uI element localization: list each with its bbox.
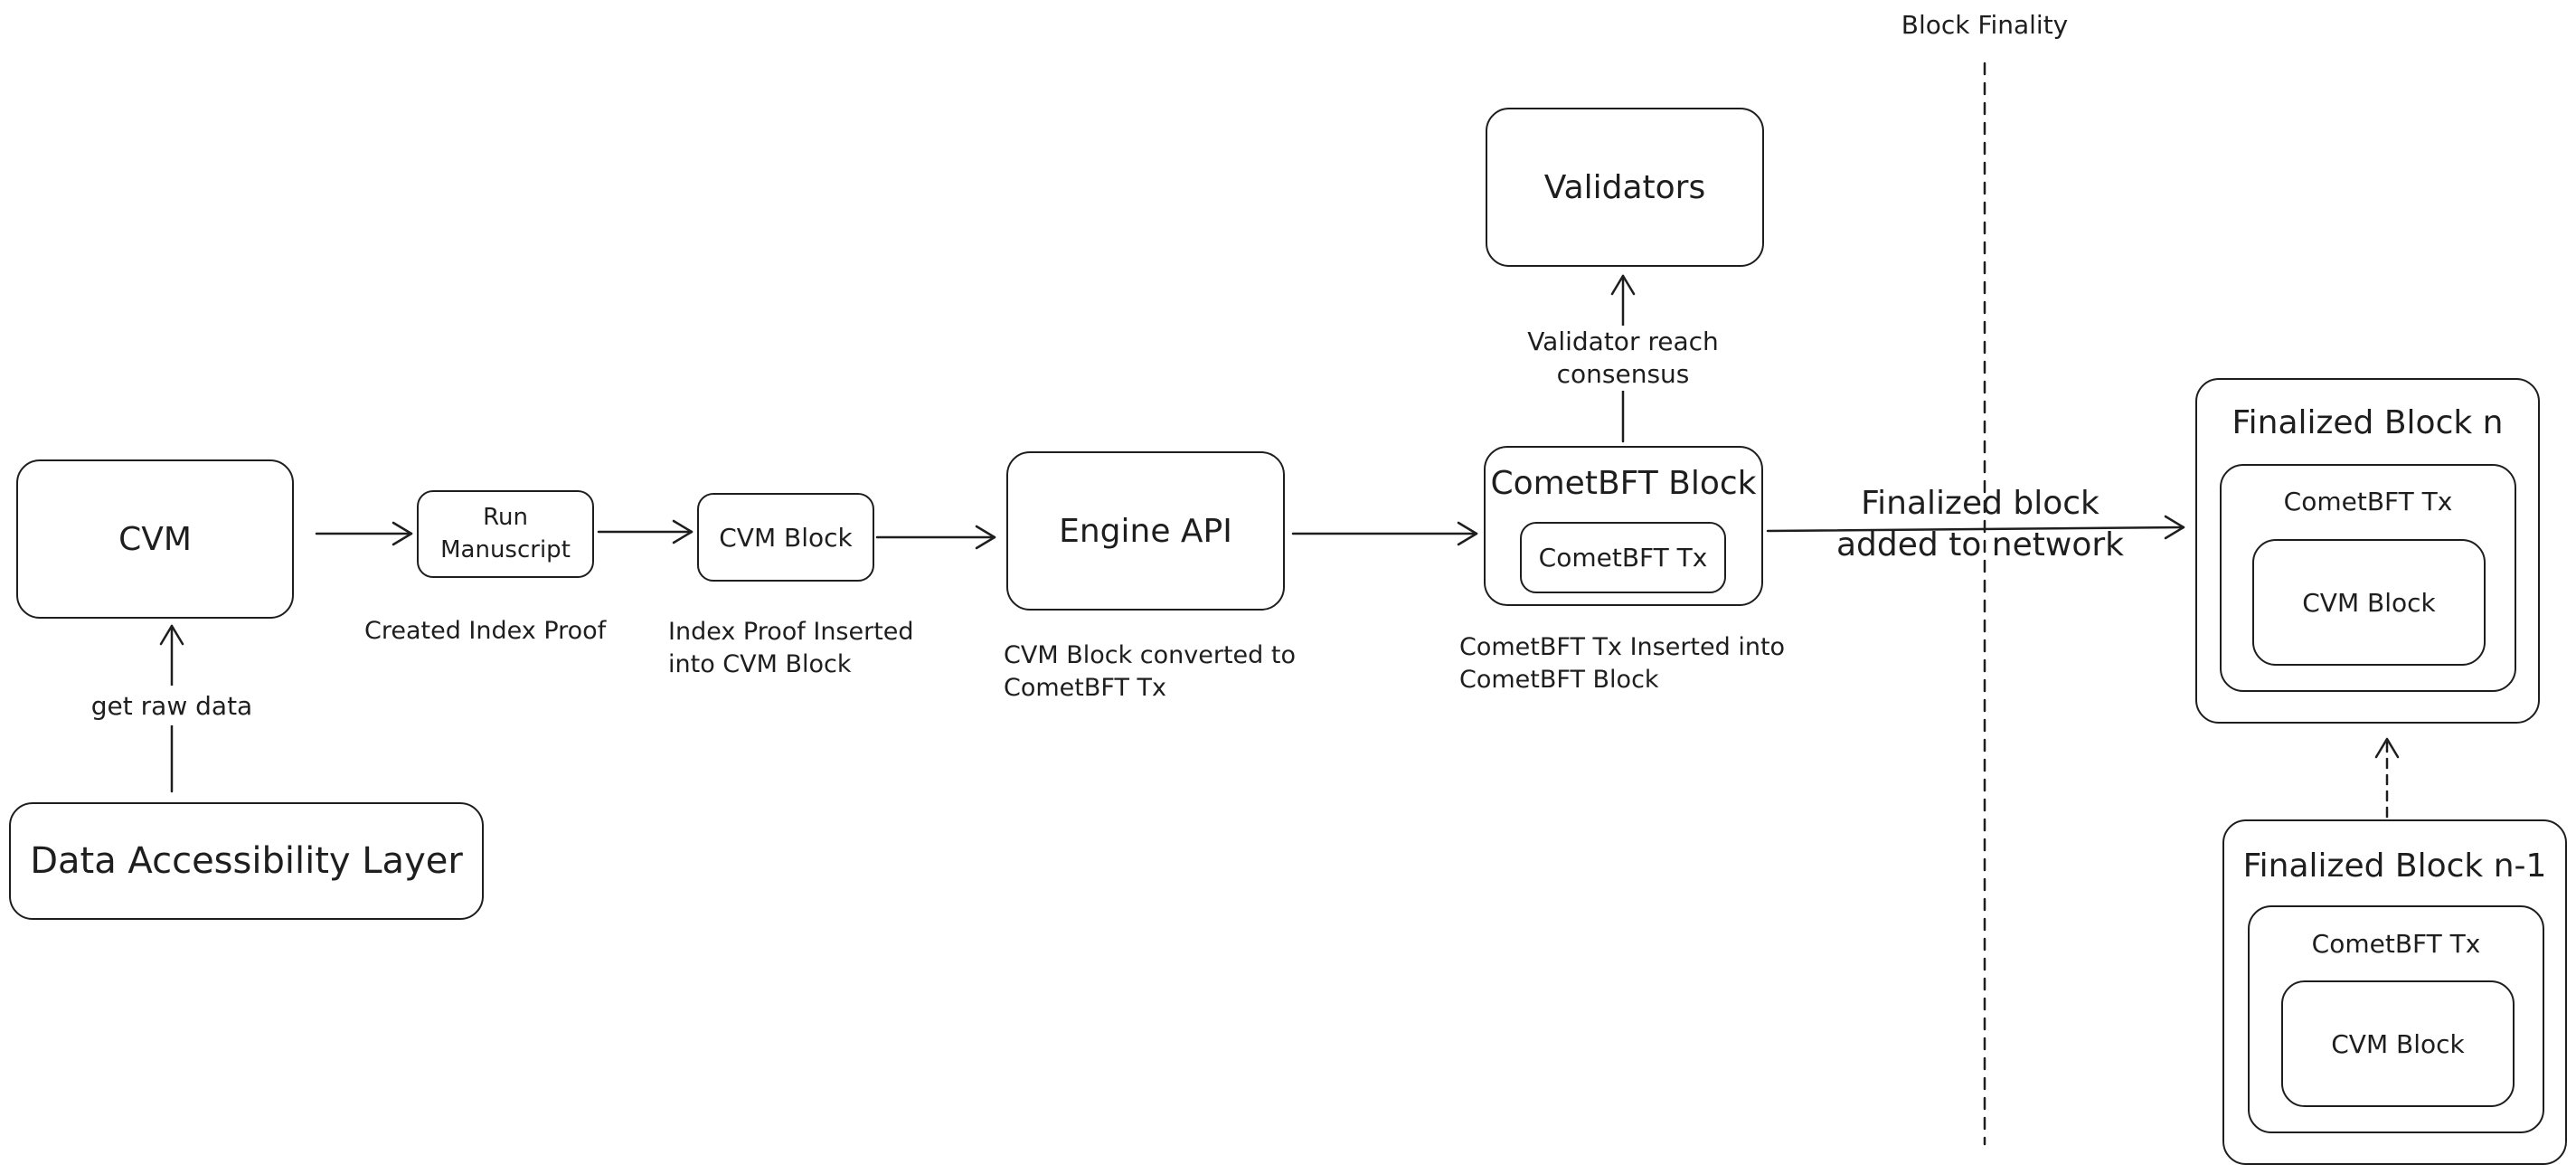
arrowhead-engine-to-cometbft bbox=[1457, 521, 1478, 546]
arrowhead-cometbft-to-validators bbox=[1610, 274, 1636, 296]
arrowhead-cometbft-to-finalized bbox=[2164, 515, 2185, 540]
tx-inserted-note: CometBFT Tx Inserted into CometBFT Block bbox=[1459, 633, 1786, 694]
engine-api-label: Engine API bbox=[1059, 512, 1232, 550]
cvm-block-node[interactable] bbox=[697, 493, 874, 582]
cvm-node[interactable] bbox=[16, 459, 294, 619]
created-index-proof-note: Created Index Proof bbox=[364, 617, 607, 645]
arrowhead-manuscript-to-cvmblock bbox=[672, 519, 694, 544]
block-finality-label: Block Finality bbox=[1901, 9, 2069, 40]
arrowhead-cvm-to-manuscript bbox=[392, 521, 413, 546]
validators-node[interactable] bbox=[1486, 108, 1764, 267]
validator-consensus-label: Validator reach consensus bbox=[1487, 326, 1759, 391]
get-raw-data-label: get raw data bbox=[72, 686, 271, 725]
cvm-node-label: CVM bbox=[118, 520, 192, 558]
finalized-block-n-cvm-label: CVM Block bbox=[2302, 587, 2436, 618]
finalized-block-n1-cvm-node[interactable] bbox=[2281, 980, 2515, 1107]
cvm-block-converted-note: CVM Block converted to CometBFT Tx bbox=[1004, 641, 1296, 702]
data-accessibility-layer-node[interactable] bbox=[9, 802, 484, 920]
finalized-block-n-cvm-node[interactable] bbox=[2252, 539, 2486, 666]
finalized-block-n1-tx-label: CometBFT Tx bbox=[2311, 928, 2481, 959]
arrowhead-cvmblock-to-engine bbox=[975, 525, 996, 550]
finalized-added-label: Finalized block added to network bbox=[1836, 485, 2124, 563]
cometbft-tx-label: CometBFT Tx bbox=[1538, 543, 1708, 573]
cometbft-tx-node[interactable] bbox=[1520, 522, 1726, 593]
arrowhead-finalized-n1-to-n bbox=[2374, 737, 2400, 759]
cvm-block-label: CVM Block bbox=[719, 522, 853, 553]
finalized-block-n1-title: Finalized Block n-1 bbox=[2242, 847, 2547, 885]
run-manuscript-node[interactable] bbox=[417, 490, 594, 578]
engine-api-node[interactable] bbox=[1006, 451, 1285, 611]
arrow-cometbft-to-finalized bbox=[1766, 525, 2185, 533]
data-accessibility-layer-label: Data Accessibility Layer bbox=[30, 840, 463, 882]
finalized-block-n-tx-label: CometBFT Tx bbox=[2283, 486, 2453, 516]
validators-label: Validators bbox=[1543, 168, 1706, 206]
cometbft-block-label: CometBFT Block bbox=[1490, 464, 1757, 502]
index-proof-inserted-note: Index Proof Inserted into CVM Block bbox=[668, 618, 914, 678]
finalized-block-n1-cvm-label: CVM Block bbox=[2331, 1028, 2465, 1059]
arrowhead-data-to-cvm bbox=[159, 624, 184, 646]
run-manuscript-label: Run Manuscript bbox=[440, 504, 571, 563]
finalized-block-n-title: Finalized Block n bbox=[2232, 403, 2504, 441]
